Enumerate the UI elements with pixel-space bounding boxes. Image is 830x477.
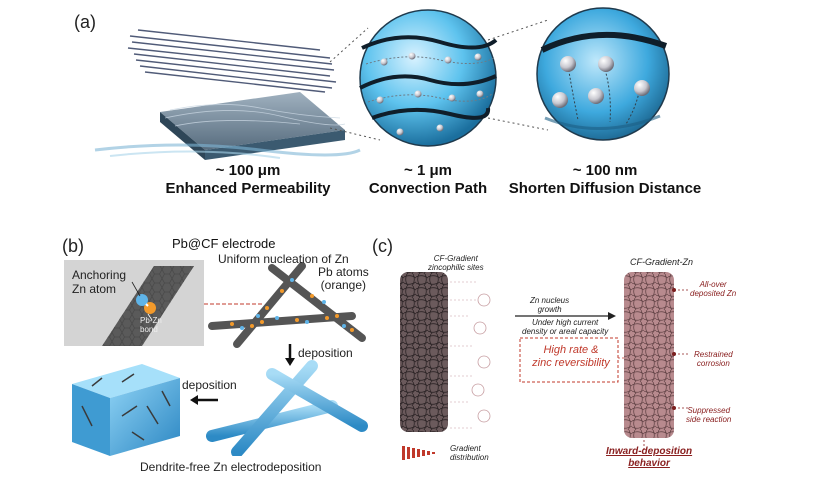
scale-100nm: ~ 100 nm xyxy=(572,162,638,179)
gradient-distribution-icon xyxy=(402,446,435,460)
convection-path-bubble-icon xyxy=(359,9,498,147)
high-current-label: Under high current density or areal capa… xyxy=(522,318,609,336)
dendrite-free-caption: Dendrite-free Zn electrodeposition xyxy=(140,460,322,474)
panel-b-label: (b) xyxy=(62,236,84,256)
caption-enhanced-permeability: Enhanced Permeability xyxy=(165,180,331,197)
zoom-lines xyxy=(329,19,549,141)
diffusion-bubble-icon xyxy=(536,7,670,141)
pb-atoms-label: Pb atoms (orange) xyxy=(318,265,369,292)
cf-gradient-title: CF-Gradient zincophilic sites xyxy=(428,254,484,272)
panel-c-label: (c) xyxy=(372,236,393,256)
zn-atom-icon xyxy=(136,294,148,306)
zn-cube-icon xyxy=(72,364,180,456)
all-over-deposited-label: All-over deposited Zn xyxy=(690,280,737,298)
cf-gradient-cylinder xyxy=(400,272,448,432)
highlight-box xyxy=(519,337,619,383)
pb-cf-electrode-title: Pb@CF electrode xyxy=(172,236,276,251)
high-rate-label: High rate & zinc reversibility xyxy=(532,344,610,369)
restrained-corrosion-label: Restrained corrosion xyxy=(694,350,733,368)
zn-nucleus-growth-label: Zn nucleus growth xyxy=(530,296,570,314)
gradient-distribution-label: Gradient distribution xyxy=(450,444,489,462)
panel-a-illustration xyxy=(94,7,670,160)
panel-a-label: (a) xyxy=(74,12,96,32)
uniform-nucleation-label: Uniform nucleation of Zn xyxy=(218,252,349,266)
zn-coated-rods-icon xyxy=(206,360,368,456)
deposition-down-label: deposition xyxy=(298,346,353,360)
deposition-left-label: deposition xyxy=(182,378,237,392)
cf-gradient-zn-title: CF-Gradient-Zn xyxy=(630,257,694,267)
cf-gradient-zn-cylinder xyxy=(624,272,674,438)
electrode-rods-icon xyxy=(208,262,366,348)
fiber-mat-icon xyxy=(94,29,361,160)
scale-1um: ~ 1 μm xyxy=(404,162,452,179)
suppressed-side-reaction-label: Suppressed side reaction xyxy=(686,406,732,424)
pb-zn-bond-label: Pb-Zn bond xyxy=(140,316,162,334)
caption-shorten-diffusion: Shorten Diffusion Distance xyxy=(508,180,702,197)
inward-deposition-label: Inward-deposition behavior xyxy=(606,446,693,469)
anchoring-zn-label: Anchoring Zn atom xyxy=(72,268,127,296)
caption-convection-path: Convection Path xyxy=(368,180,488,197)
panel-c-illustration xyxy=(400,272,690,460)
panel-b-illustration xyxy=(64,260,368,456)
scale-100um: ~ 100 μm xyxy=(215,162,281,179)
